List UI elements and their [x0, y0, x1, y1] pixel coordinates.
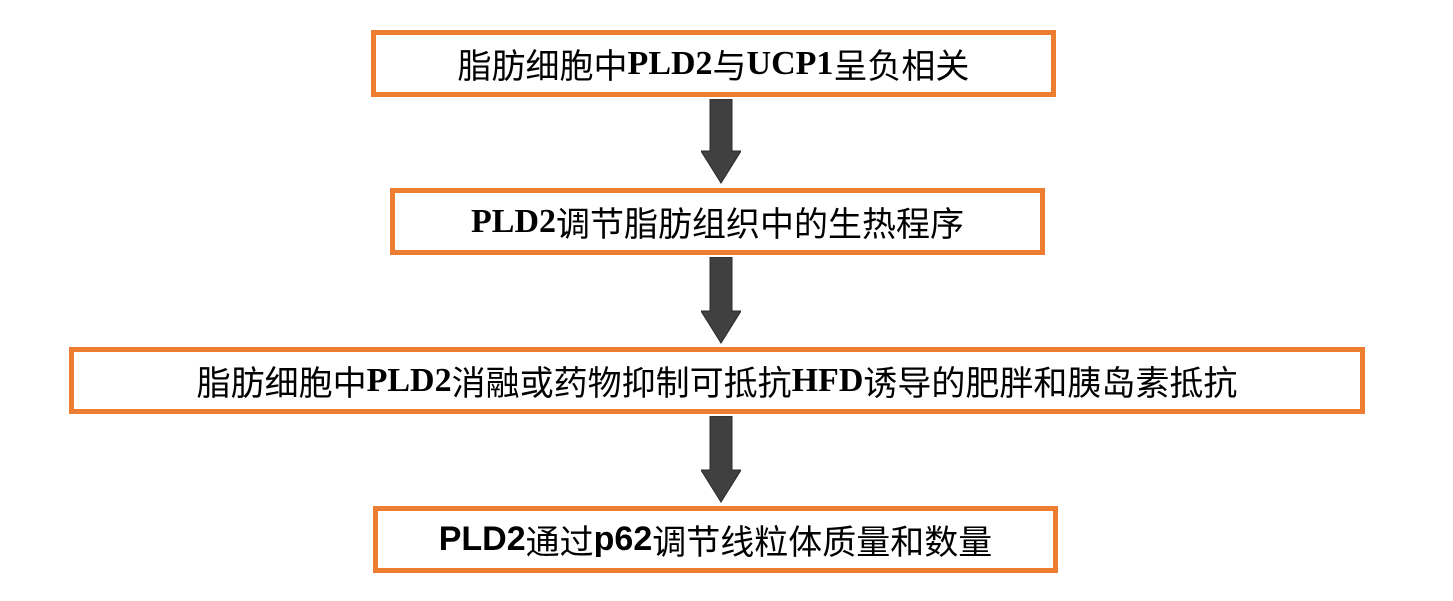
step-3-text-a: 脂肪细胞中 [196, 364, 367, 404]
step-2-text-a: PLD2 [471, 202, 556, 240]
step-3-text-d: HFD [791, 361, 864, 399]
step-3-text-e: 诱导的肥胖和胰岛素抵抗 [863, 364, 1238, 404]
step-2-text-b: 调节脂肪组织中的生热程序 [556, 205, 964, 245]
step-4-text-c: p62 [593, 520, 653, 558]
step-4-text-a: PLD2 [438, 520, 526, 558]
step-4-text-b: 通过 [525, 523, 594, 563]
down-arrow-icon [701, 99, 741, 184]
step-1-text-b: PLD2 [627, 44, 713, 82]
down-arrow-icon [701, 257, 741, 344]
down-arrow-icon [701, 416, 741, 503]
step-3-text-b: PLD2 [366, 361, 452, 399]
step-1-text-e: 呈负相关 [833, 47, 970, 87]
step-1-text-d: UCP1 [746, 44, 834, 82]
step-1-text-a: 脂肪细胞中 [457, 47, 628, 87]
step-1-text-c: 与 [712, 47, 747, 87]
step-3-text-c: 消融或药物抑制可抵抗 [451, 364, 792, 404]
step-4-text-d: 调节线粒体质量和数量 [652, 523, 993, 563]
